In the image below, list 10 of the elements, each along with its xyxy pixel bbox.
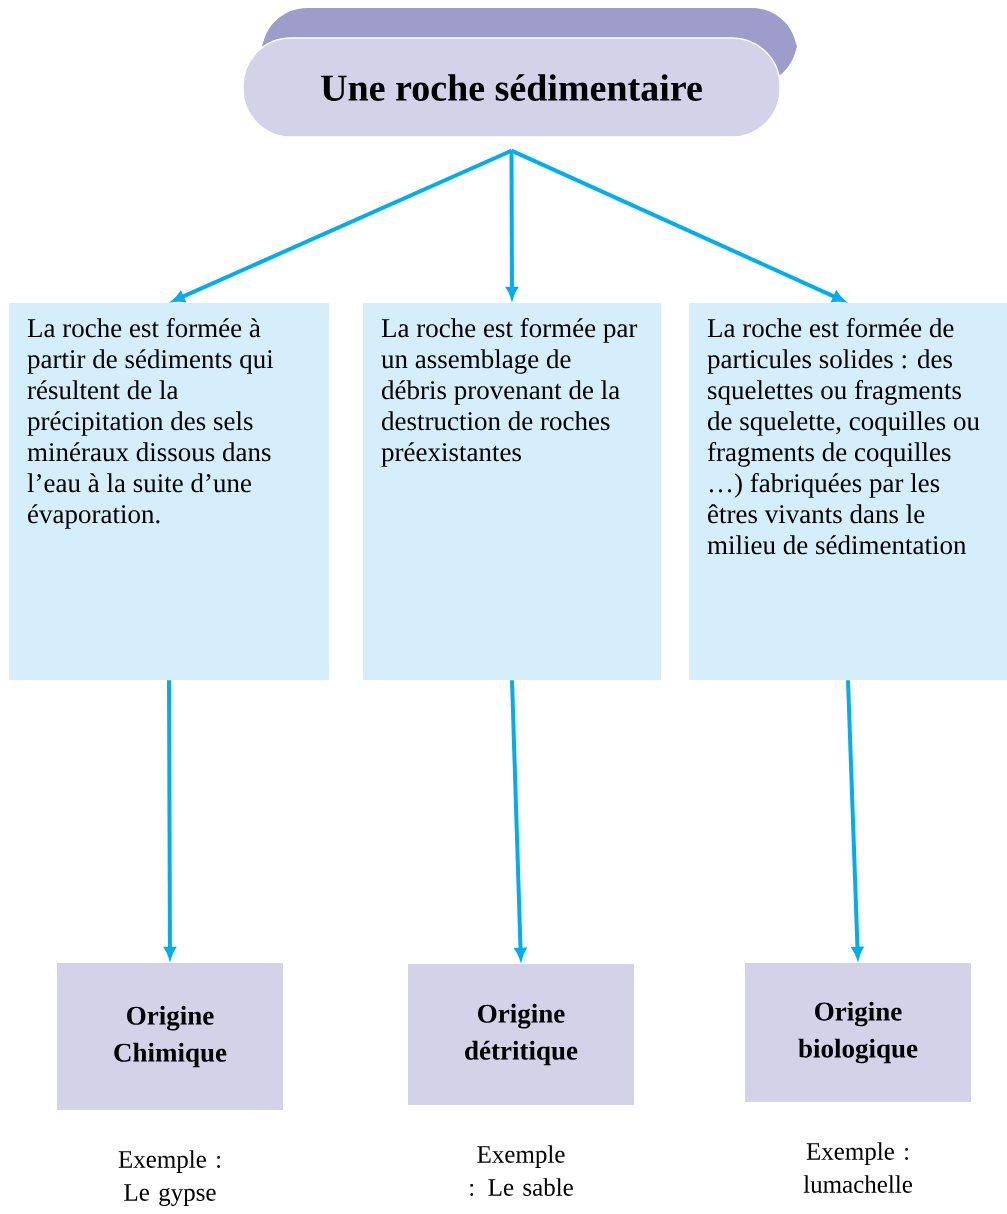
origin-box: Origine Chimique	[57, 963, 283, 1110]
description-box: La roche est formée à partir de sédiments qui résultent de la précipitation des sels minéraux dissous dans l’eau à la suite d’une évaporation.	[9, 303, 329, 680]
origin-box: Origine détritique	[408, 964, 634, 1105]
description-box: La roche est formée par un assemblage de débris provenant de la destruction de roches préexistantes	[363, 303, 661, 680]
title-box: Une roche sédimentaire	[242, 37, 781, 138]
origin-box: Origine biologique	[745, 963, 971, 1102]
example-text: Exemple : Le gypse	[118, 1150, 221, 1206]
description-box: La roche est formée de particules solides : des squelettes ou fragments de squelette, coquilles ou fragments de coquilles …) fabriquées par les êtres vivants dans le milieu de sédimentation	[689, 303, 1007, 680]
example-text: Exemple : lumachelle	[803, 1142, 912, 1193]
example-text: Exemple : Le sable	[470, 1145, 573, 1196]
